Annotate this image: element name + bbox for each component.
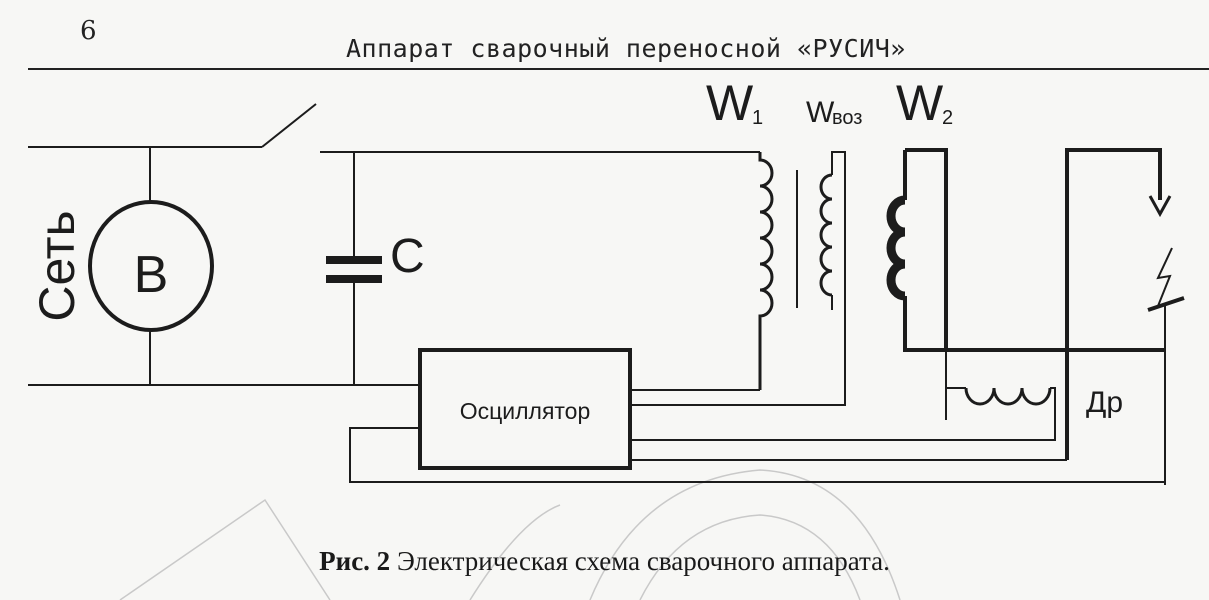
choke: Др — [630, 386, 1123, 441]
w2-label-sub: 2 — [942, 107, 953, 129]
wvoz-label-sub: воз — [832, 107, 862, 129]
running-header-title: Аппарат сварочный переносной «РУСИЧ» — [346, 34, 906, 63]
figure-caption: Рис. 2 Электрическая схема сварочного ап… — [0, 546, 1209, 577]
oscillator-label: Осциллятор — [460, 398, 591, 424]
capacitor-label: С — [390, 230, 425, 283]
wvoz-coil — [819, 173, 833, 297]
meter-circle — [88, 200, 214, 332]
meter-label: В — [134, 246, 169, 304]
w1-coil — [758, 152, 774, 390]
capacitor-branch: С — [320, 151, 760, 385]
choke-label: Др — [1086, 386, 1123, 419]
winding-wvoz: W воз — [630, 96, 862, 406]
w2-lead-bottom — [903, 296, 1165, 352]
workpiece-plate — [1147, 296, 1185, 312]
choke-coil — [964, 387, 1052, 406]
network-label: Сеть — [29, 210, 85, 321]
figure-caption-text: Электрическая схема сварочного аппарата. — [390, 546, 890, 576]
w1-label-sub: 1 — [752, 107, 763, 129]
mains-input: В Сеть — [28, 103, 420, 386]
watermark-emblem — [119, 469, 901, 600]
wvoz-label-letter: W — [806, 96, 835, 129]
winding-w2: W 2 — [886, 75, 1165, 420]
winding-w1: W 1 — [630, 75, 798, 391]
oscillator-return-loop — [349, 427, 1165, 483]
figure-number: Рис. 2 — [319, 546, 391, 576]
arc-spark — [1156, 247, 1173, 307]
electrode-tip-arrow — [1148, 195, 1172, 218]
w2-label-letter: W — [896, 75, 944, 131]
choke-lead-right — [630, 387, 1056, 441]
w2-lead-right — [905, 148, 948, 348]
electrode-wire — [1065, 148, 1162, 460]
wvoz-lead-right — [630, 151, 846, 406]
page-number: 6 — [80, 16, 97, 46]
oscillator-block: Осциллятор — [349, 348, 1165, 483]
header-rule — [28, 68, 1209, 70]
w2-coil — [886, 195, 906, 301]
oscillator-box — [418, 348, 632, 470]
w1-label-letter: W — [706, 75, 754, 131]
welding-arc-output — [1065, 148, 1185, 485]
mains-switch — [261, 103, 317, 148]
